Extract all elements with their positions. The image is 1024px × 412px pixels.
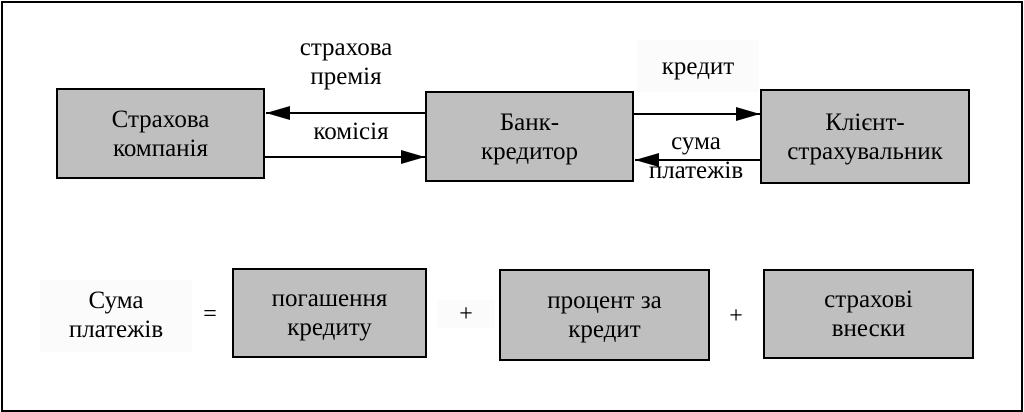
formula-lhs: Сума платежів — [40, 280, 192, 352]
bank-box: Банк- кредитор — [425, 91, 634, 182]
payments-label: сума платежів — [648, 128, 744, 184]
equals-sign: = — [203, 301, 217, 327]
formula-term-insurance: страхові внески — [763, 269, 974, 359]
formula-term-repayment: погашення кредиту — [232, 268, 427, 358]
formula-term-interest: процент за кредит — [499, 269, 710, 361]
client-box: Клієнт- страхувальник — [760, 89, 970, 184]
plus-sign-2: + — [729, 303, 743, 329]
plus-sign-1: + — [437, 300, 495, 328]
credit-label: кредит — [637, 40, 759, 92]
commission-label: комісія — [290, 117, 412, 146]
premium-label: страхова премія — [280, 33, 412, 91]
insurer-box: Страхова компанія — [56, 88, 265, 179]
